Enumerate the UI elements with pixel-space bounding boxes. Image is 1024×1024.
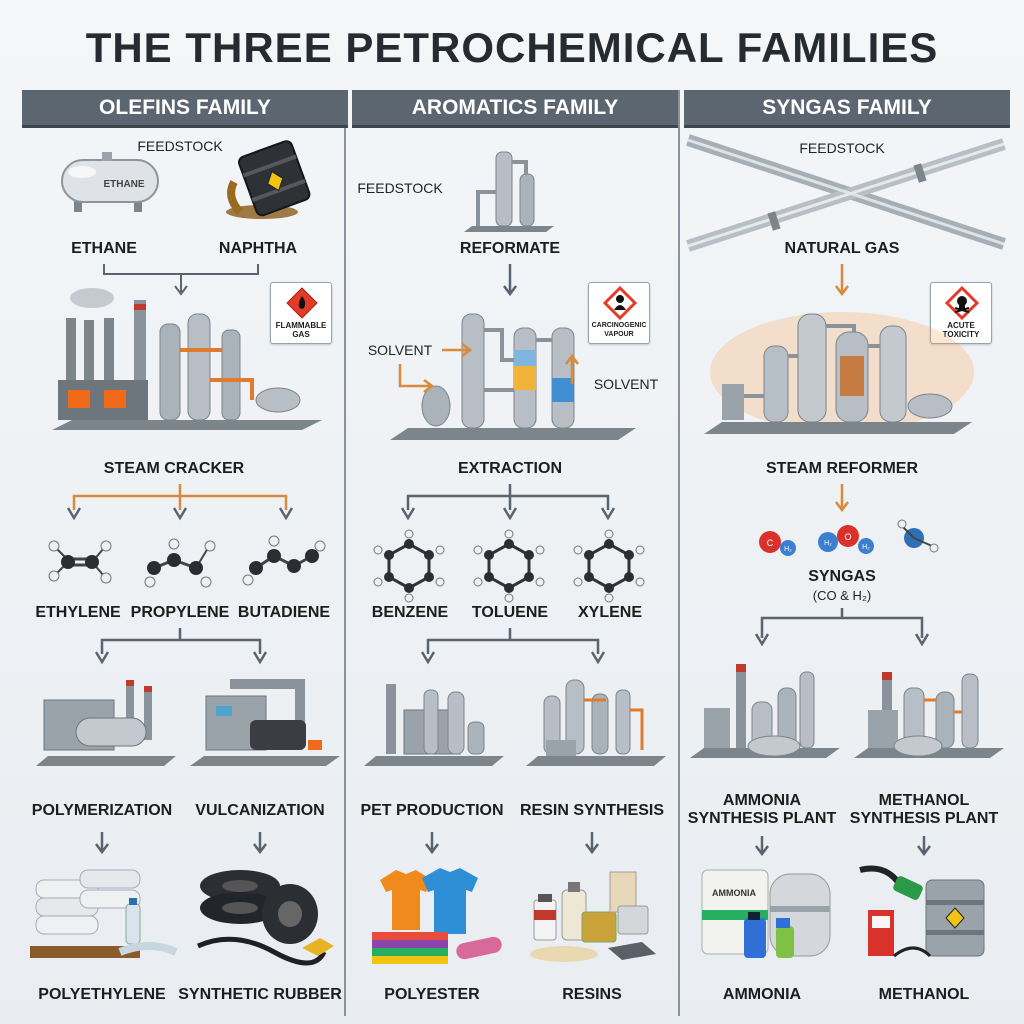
olefins-header: OLEFINS FAMILY bbox=[22, 90, 348, 128]
xylene-label: XYLENE bbox=[577, 604, 643, 621]
steam-cracker-icon bbox=[52, 288, 322, 430]
steam-reformer-icon bbox=[704, 312, 974, 434]
syngas-header: SYNGAS FAMILY bbox=[684, 90, 1010, 128]
synthetic-rubber-tires-icon bbox=[196, 870, 334, 966]
extraction-branch-arrows bbox=[400, 484, 616, 521]
olefins-final-arrows bbox=[95, 832, 267, 855]
solvent-out-arrow bbox=[565, 353, 579, 384]
olefins-feed-naphtha: NAPHTHA bbox=[218, 240, 298, 257]
skull-hazard-icon bbox=[944, 285, 980, 321]
ammonia-products-icon bbox=[701, 869, 831, 958]
aromatics-products-arrow bbox=[420, 628, 606, 665]
column-divider-2 bbox=[678, 90, 680, 1016]
olefins-feedstock-label: FEEDSTOCK bbox=[137, 138, 223, 154]
ethylene-molecule-icon bbox=[48, 540, 112, 584]
polyester-label: POLYESTER bbox=[384, 986, 480, 1003]
ammonia-synthesis-plant-icon bbox=[690, 664, 840, 758]
aromatics-final-arrows bbox=[425, 832, 599, 855]
vulcanization-plant-icon bbox=[190, 679, 340, 766]
polymerization-plant-icon bbox=[36, 680, 176, 766]
methanol-label: METHANOL bbox=[878, 986, 970, 1003]
methanol-products-icon bbox=[859, 865, 985, 958]
syngas-molecules-icon: C H₂ H₂ O H₂ bbox=[759, 519, 939, 556]
methanol-synthesis-plant-icon bbox=[854, 672, 1004, 758]
pet-production-plant-icon bbox=[364, 684, 504, 766]
methanol-plant-label-1: METHANOL bbox=[878, 792, 970, 809]
solvent-in-arrow bbox=[398, 343, 473, 393]
aromatics-header: AROMATICS FAMILY bbox=[352, 90, 678, 128]
ammonia-label: AMMONIA bbox=[722, 986, 802, 1003]
flame-hazard-icon bbox=[286, 287, 318, 319]
polyethylene-label: POLYETHYLENE bbox=[38, 986, 166, 1003]
olefins-column: OLEFINS FAMILY FEEDSTOCK ETHANE ETHANE N… bbox=[22, 90, 348, 1016]
resin-synthesis-label: RESIN SYNTHESIS bbox=[519, 802, 665, 819]
aromatics-feedstock-label: FEEDSTOCK bbox=[357, 180, 443, 196]
page-title: THE THREE PETROCHEMICAL FAMILIES bbox=[85, 24, 939, 71]
extraction-label: EXTRACTION bbox=[458, 460, 562, 477]
syngas-column: SYNGAS FAMILY FEEDSTOCK NATURAL GAS ACUT… bbox=[684, 90, 1010, 1016]
polymerization-label: POLYMERIZATION bbox=[31, 802, 173, 819]
pet-production-label: PET PRODUCTION bbox=[360, 802, 504, 819]
xylene-molecule-icon bbox=[573, 529, 645, 603]
polyethylene-bags-icon bbox=[30, 869, 178, 958]
steam-cracker-branch-arrows bbox=[66, 484, 294, 521]
syngas-final-arrows bbox=[755, 836, 931, 857]
flammable-gas-hazard-sign: FLAMMABLE GAS bbox=[270, 282, 332, 344]
solvent-in-label: SOLVENT bbox=[367, 342, 433, 358]
naphtha-barrel-icon bbox=[226, 140, 311, 219]
natural-gas-pipeline-icon bbox=[686, 134, 1006, 252]
aromatics-column: AROMATICS FAMILY FEEDSTOCK REFORMATE CAR… bbox=[352, 90, 678, 1016]
reformate-unit-icon bbox=[464, 151, 554, 232]
benzene-molecule-icon bbox=[373, 529, 445, 603]
steam-cracker-label: STEAM CRACKER bbox=[103, 460, 245, 477]
syngas-subtitle: (CO & H₂) bbox=[812, 588, 872, 603]
resins-label: RESINS bbox=[562, 986, 622, 1003]
column-divider-1 bbox=[344, 90, 346, 1016]
acute-toxicity-hazard-sign: ACUTE TOXICITY bbox=[930, 282, 992, 344]
syngas-atom-h2-b: H₂ bbox=[824, 540, 832, 547]
polyester-clothing-icon bbox=[372, 868, 502, 964]
toluene-label: TOLUENE bbox=[471, 604, 549, 621]
butadiene-molecule-icon bbox=[242, 535, 326, 586]
olefins-feed-arrow bbox=[103, 264, 259, 296]
syngas-atom-c: C bbox=[767, 538, 774, 548]
syngas-atom-o: O bbox=[844, 532, 851, 542]
olefins-feed-ethane: ETHANE bbox=[71, 240, 137, 257]
natural-gas-label: NATURAL GAS bbox=[784, 240, 900, 257]
natural-gas-arrow bbox=[835, 264, 849, 297]
olefins-products-arrow bbox=[94, 628, 268, 665]
health-hazard-icon bbox=[602, 285, 638, 321]
ammonia-plant-label-2: SYNTHESIS PLANT bbox=[687, 810, 837, 827]
ammonia-plant-label-1: AMMONIA bbox=[722, 792, 802, 809]
carcinogenic-vapour-text: CARCINOGENIC VAPOUR bbox=[591, 322, 647, 338]
steam-reformer-label: STEAM REFORMER bbox=[766, 460, 918, 477]
toluene-molecule-icon bbox=[473, 529, 545, 603]
benzene-label: BENZENE bbox=[371, 604, 449, 621]
ammonia-bag-label: AMMONIA bbox=[712, 888, 756, 898]
syngas-feedstock-label: FEEDSTOCK bbox=[799, 140, 885, 156]
synthetic-rubber-label: SYNTHETIC RUBBER bbox=[178, 986, 342, 1003]
syngas-atom-h2-a: H₂ bbox=[784, 546, 792, 553]
butadiene-label: BUTADIENE bbox=[237, 604, 331, 621]
ethylene-label: ETHYLENE bbox=[35, 604, 121, 621]
reformate-label: REFORMATE bbox=[459, 240, 561, 257]
extraction-unit-icon bbox=[390, 313, 636, 440]
flammable-gas-text: FLAMMABLE GAS bbox=[275, 321, 327, 339]
reformate-arrow bbox=[503, 264, 517, 297]
syngas-atom-h2-c: H₂ bbox=[862, 544, 870, 551]
vulcanization-label: VULCANIZATION bbox=[195, 802, 325, 819]
carcinogenic-vapour-hazard-sign: CARCINOGENIC VAPOUR bbox=[588, 282, 650, 344]
syngas-label: SYNGAS bbox=[808, 568, 876, 585]
ethane-tank-icon bbox=[61, 152, 159, 212]
propylene-label: PROPYLENE bbox=[130, 604, 230, 621]
resin-synthesis-plant-icon bbox=[526, 679, 666, 766]
steam-reformer-arrow bbox=[835, 484, 849, 513]
methanol-plant-label-2: SYNTHESIS PLANT bbox=[849, 810, 999, 827]
solvent-out-label: SOLVENT bbox=[593, 376, 659, 392]
ethane-tank-label: ETHANE bbox=[103, 179, 145, 190]
propylene-molecule-icon bbox=[144, 538, 216, 588]
acute-toxicity-text: ACUTE TOXICITY bbox=[942, 321, 980, 339]
resins-containers-icon bbox=[530, 871, 656, 962]
syngas-branch-arrows bbox=[754, 608, 930, 647]
